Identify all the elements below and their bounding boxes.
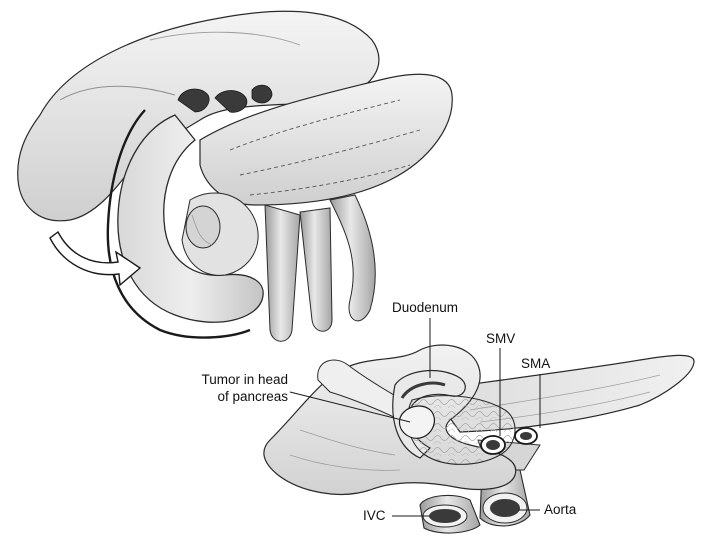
portal-vessel-top: [177, 84, 273, 113]
upper-anatomy-view: [17, 10, 453, 342]
aorta-lumen-inner: [490, 499, 520, 517]
aorta-label: Aorta: [544, 502, 577, 517]
sma-label: SMA: [521, 356, 551, 371]
sma-lumen: [520, 432, 532, 440]
tumor-shading: [191, 214, 213, 246]
duodenum-lumen: [400, 381, 446, 399]
finger-crease: [289, 429, 401, 471]
tumor-lower: [398, 405, 435, 439]
pancreas-dashed-outline: [229, 99, 421, 196]
pancreas-body-upper: [199, 73, 453, 206]
lower-anatomy-view: [263, 344, 695, 534]
mesenteric-vessels-upper: [329, 194, 376, 322]
duodenum-label: Duodenum: [392, 300, 459, 315]
stomach-shape: [17, 10, 380, 222]
kocher-incision: [106, 109, 251, 339]
tumor-upper: [185, 205, 221, 249]
smv-label: SMV: [486, 331, 516, 346]
leader-lines: [289, 318, 541, 517]
smv-lumen: [486, 440, 500, 450]
mobilization-arrow: [49, 230, 142, 287]
mesenteric-vessels-upper: [264, 204, 301, 342]
tumor-label-line1: Tumor in head: [201, 372, 288, 387]
ivc-lumen-inner: [429, 509, 461, 523]
mesenteric-vessels-upper: [299, 207, 333, 332]
tumor-leader: [289, 391, 411, 423]
stomach-fold: [149, 31, 301, 46]
duodenum-loop-upper: [117, 114, 264, 323]
ivc-label: IVC: [363, 508, 386, 523]
tumor-label-line2: of pancreas: [217, 389, 288, 404]
stomach-fold: [59, 85, 176, 101]
